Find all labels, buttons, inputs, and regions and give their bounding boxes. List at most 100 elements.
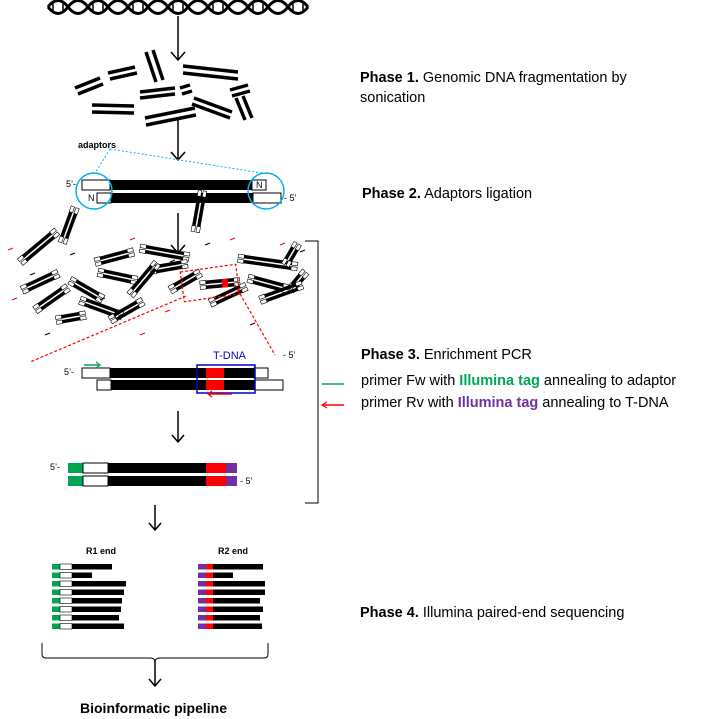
pcr-product [68,462,237,487]
r2-reads [198,564,265,629]
legend-primer-rv-icon [320,401,344,409]
primer-rv-text-1: primer Rv with [361,395,458,411]
arrow-4 [171,411,185,444]
primer-dash [279,242,286,246]
dna-helix-icon [46,0,310,15]
read-row [198,598,260,604]
primer-fw-text-1: primer Fw with [361,373,460,389]
read-row [198,615,260,621]
primer-rv-tag: Illumina tag [457,395,539,411]
reads-bracket [41,643,269,663]
primer-fw-text-2: annealing to adaptor [539,373,677,389]
n-label-right: N [256,180,263,190]
primer-dash [69,252,76,256]
r1-end-label: R1 end [86,546,117,556]
bioinformatic-pipeline-label: Bioinformatic pipeline [80,700,228,716]
cloud-fragment [57,205,80,245]
zoom-box [29,263,276,363]
phase-2-caption: Phase 2. Adaptors ligation [362,184,532,204]
primer-dash [129,237,136,241]
cloud-fragment [96,267,139,286]
read-row [52,614,119,621]
cloud-fragment [54,310,87,325]
phase-3-text: Enrichment PCR [423,347,532,363]
tdna-label: T-DNA [213,350,246,362]
primer-dash [44,332,51,336]
r1-reads [52,563,126,630]
cloud-fragment [258,280,305,305]
phase-3-caption: Phase 3. Enrichment PCR [361,345,532,365]
arrow-2 [170,118,186,162]
five-prime-start-label: 5’- [66,179,77,189]
n-label-left: N [88,193,95,203]
read-row [52,589,124,596]
read-row [198,623,262,629]
read-row [52,606,121,613]
cloud-fragment [281,240,302,268]
cloud-fragment [138,243,191,262]
cloud-fragment [107,297,146,325]
adaptor-circle-right [247,172,285,210]
cloud-fragment [237,253,299,272]
adaptors-label: adaptors [78,140,117,150]
read-row [52,597,122,604]
primer-rv-text-2: annealing to T-DNA [538,395,669,411]
phase-4-text: Illumina paired-end sequencing [422,605,625,621]
read-row [198,581,265,587]
primer-fw-tag: Illumina tag [459,373,540,389]
read-row [198,572,233,578]
tdna-box [196,364,256,394]
phase3-bracket [305,240,319,504]
phase-3-title: Phase 3. [361,347,420,363]
arrow-1 [170,16,186,62]
phase-4-caption: Phase 4. Illumina paired-end sequencing [360,603,624,623]
phase-4-title: Phase 4. [360,605,419,621]
primer-dash [229,237,236,241]
cloud-fragment [32,283,71,315]
read-row [198,606,263,612]
five-prime-start-label-3: 5’- [50,462,61,472]
primer-dash [164,309,171,313]
read-row [52,623,124,630]
r2-end-label: R2 end [218,546,249,556]
primer-dash [29,272,36,276]
adaptor-circle-left [75,172,113,210]
read-row [198,589,265,595]
cloud-fragment [167,268,203,295]
read-row [198,564,263,570]
phase-1-text: Genomic DNA fragmentation by sonication [360,70,627,106]
arrow-5 [148,505,162,532]
fragment-cloud [7,189,310,336]
fragmented-dna [74,49,254,127]
primer-dash [169,259,176,263]
primer-dash [204,242,211,246]
read-row [52,572,92,579]
cloud-fragment [126,259,161,299]
helix-rungs [52,3,304,12]
primer-rv-legend: primer Rv with Illumina tag annealing to… [361,395,669,411]
five-prime-start-label-2: 5’- [64,367,75,377]
phase-1-title: Phase 1. [360,70,419,86]
cloud-fragment [190,189,208,234]
cloud-fragment [199,277,241,290]
cloud-fragment [93,247,136,267]
adaptor-ligated-fragment [75,148,285,210]
cloud-fragment [19,269,61,295]
arrow-3 [170,213,186,255]
cloud-fragment [17,227,61,266]
primer-dash [99,297,106,301]
cloud-fragment [67,276,106,304]
five-prime-end-label-2: - 5’ [283,350,296,360]
five-prime-end-label-3: - 5’ [240,476,253,486]
read-row [52,563,112,570]
cloud-fragment [78,295,125,321]
primer-dash [11,297,18,301]
primer-fw-legend: primer Fw with Illumina tag annealing to… [361,373,676,389]
primer-dash [299,249,306,253]
primer-dash [139,332,146,336]
arrow-6 [148,660,162,688]
phase-2-title: Phase 2. [362,186,421,202]
primer-dash [249,322,256,326]
phase-1-caption: Phase 1. Genomic DNA fragmentation by so… [360,68,680,108]
